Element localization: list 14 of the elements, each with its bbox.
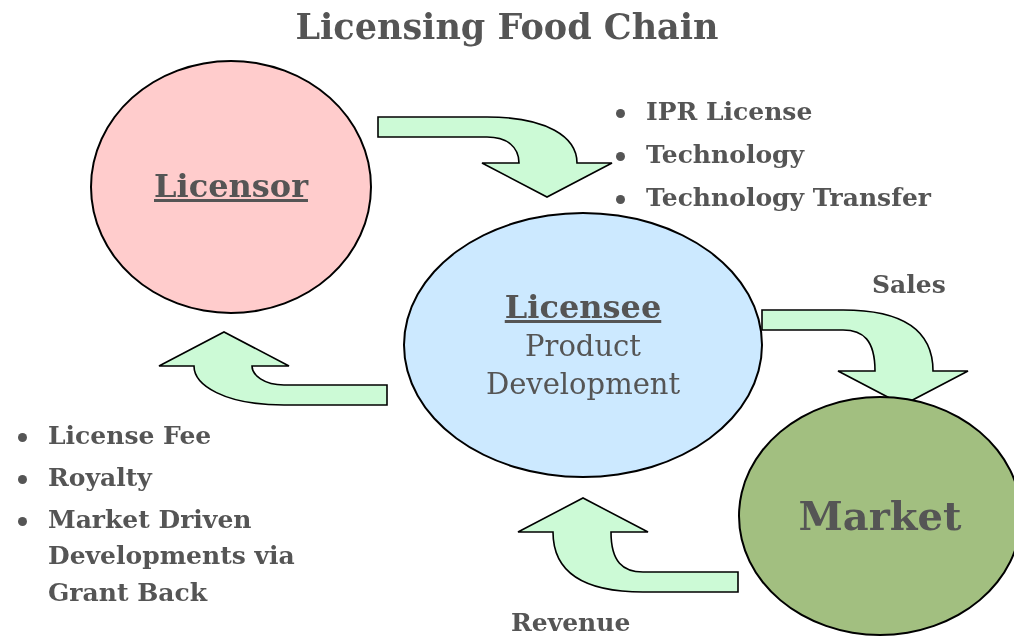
bullet-item: Royalty <box>12 460 342 497</box>
node-heading: Licensor <box>154 166 308 208</box>
bullet-item: Technology Transfer <box>610 180 1010 217</box>
bullet-item: Technology <box>610 137 1010 174</box>
node-text: Product Development <box>484 328 682 403</box>
curved-block-arrow <box>517 497 739 593</box>
bullet-item: Market Driven Developments via Grant Back <box>12 502 342 611</box>
diagram-title: Licensing Food Chain <box>294 6 720 47</box>
node-heading: Licensee <box>504 286 662 328</box>
bullet-item: IPR License <box>610 94 1010 131</box>
bullet-item: License Fee <box>12 418 342 455</box>
curved-block-arrow <box>377 116 613 198</box>
node-heading: Market <box>798 491 962 541</box>
curved-block-arrow <box>158 331 388 406</box>
